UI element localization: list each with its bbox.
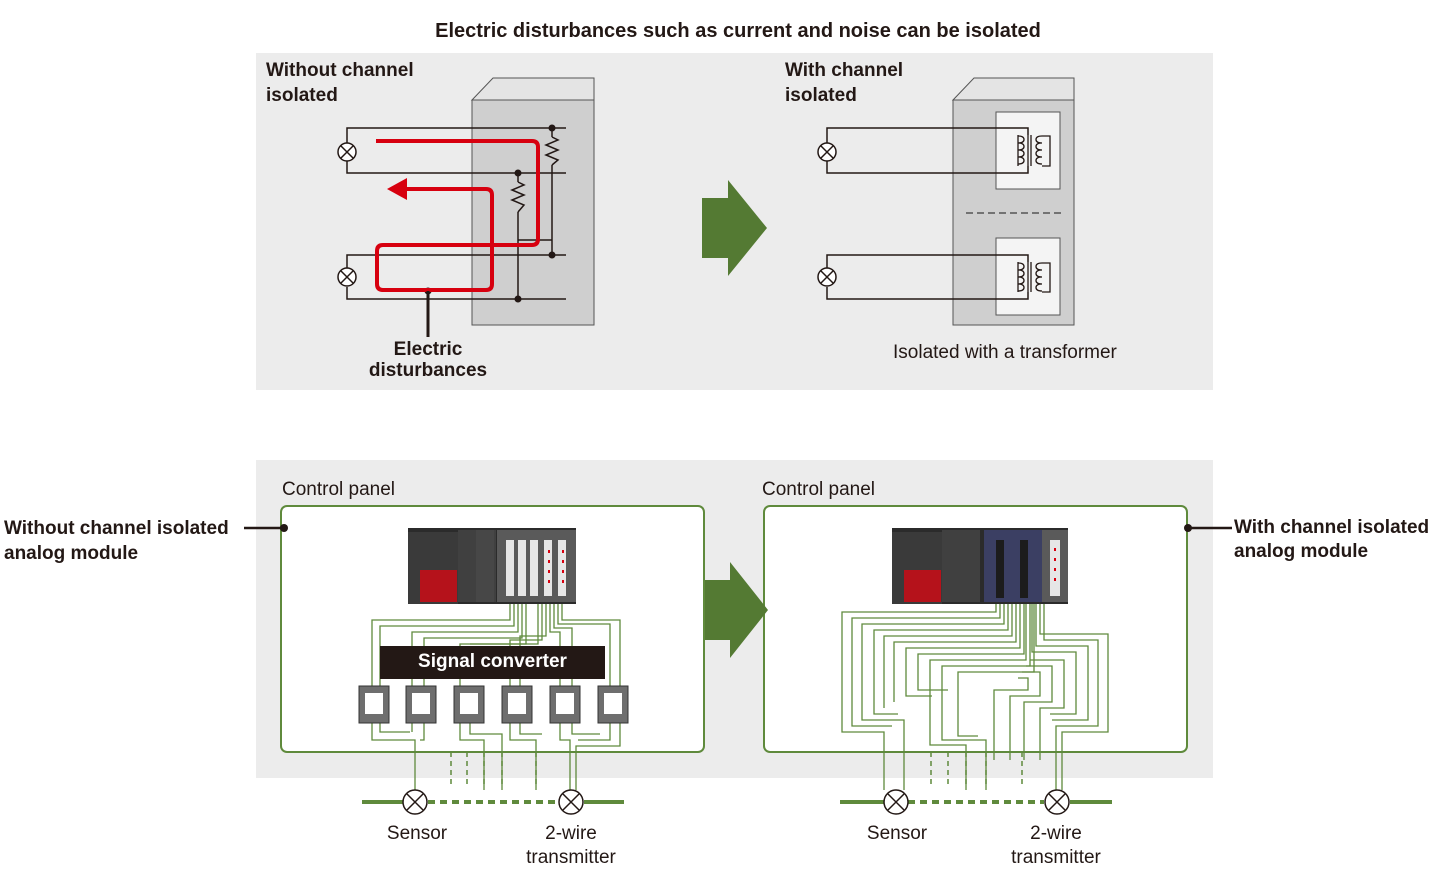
- transformer-caption: Isolated with a transformer: [893, 342, 1117, 363]
- wiring-left: [346, 127, 566, 300]
- lamp-icon-right-2: [817, 267, 837, 287]
- with-isolated-label-2: isolated: [785, 85, 857, 106]
- leader-right: [1184, 524, 1232, 532]
- transmitter-icon-right: [1044, 789, 1070, 815]
- transmitter-label-right-1: 2-wire: [1030, 823, 1082, 844]
- control-panel-right-title: Control panel: [762, 479, 876, 500]
- wiring-bottom-right: [841, 604, 1109, 790]
- without-module-label-2: analog module: [4, 543, 139, 564]
- dashed-wires-left: [450, 752, 537, 788]
- sensor-icon-right: [883, 789, 909, 815]
- sensor-icon-left: [402, 789, 428, 815]
- without-module-label-1: Without channel isolated: [4, 518, 229, 539]
- lamp-icon-left-2: [337, 267, 357, 287]
- with-module-label-2: analog module: [1234, 541, 1369, 562]
- without-isolated-label-2: isolated: [266, 85, 338, 106]
- dashed-wires-right: [930, 752, 1023, 788]
- converter-modules: [358, 685, 629, 724]
- diagram-title: Electric disturbances such as current an…: [435, 20, 1041, 42]
- transition-arrow-top: [702, 180, 767, 276]
- control-panel-left-title: Control panel: [282, 479, 396, 500]
- transformer-icon-2: [1017, 262, 1051, 293]
- transformer-icon-1: [1017, 135, 1051, 167]
- wiring-right: [826, 127, 1029, 300]
- transmitter-icon-left: [558, 789, 584, 815]
- without-isolated-label-1: Without channel: [266, 60, 414, 81]
- plc-unit-right: [892, 528, 1068, 604]
- with-isolated-label-1: With channel: [785, 60, 904, 81]
- disturbance-label-2: disturbances: [368, 360, 488, 381]
- disturbance-label-1: Electric: [393, 339, 463, 360]
- disturbance-path: [375, 139, 540, 292]
- lamp-icon-left-1: [337, 142, 357, 162]
- lamp-icon-right-1: [817, 142, 837, 162]
- signal-converter-bar: [380, 646, 605, 679]
- sensor-label-right: Sensor: [866, 823, 928, 844]
- control-panel-right-frame: [763, 505, 1188, 753]
- transmitter-label-left-1: 2-wire: [545, 823, 597, 844]
- transmitter-label-right-2: transmitter: [1011, 847, 1101, 868]
- module-box-right: [951, 77, 1075, 326]
- disturbance-arrowhead: [387, 178, 407, 200]
- signal-converter-label: Signal converter: [418, 651, 567, 672]
- sensor-label-left: Sensor: [386, 823, 448, 844]
- junction-dots-left: [424, 124, 556, 303]
- plc-unit-left: [408, 528, 576, 604]
- with-module-label-1: With channel isolated: [1234, 517, 1430, 538]
- leader-left: [244, 524, 288, 532]
- transmitter-label-left-2: transmitter: [526, 847, 616, 868]
- transition-arrow-bottom: [705, 562, 768, 658]
